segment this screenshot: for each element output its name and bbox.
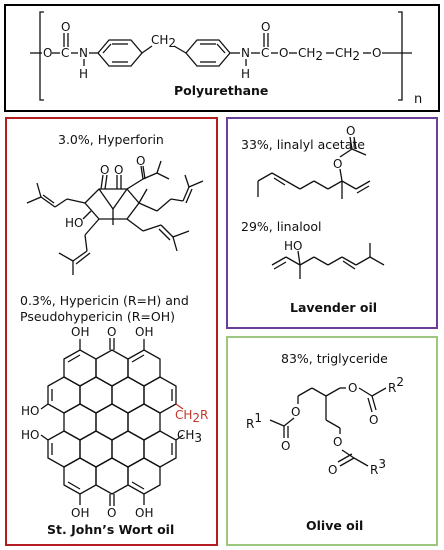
polyurethane-structure: O C O N H CH2 N H C O O CH2: [30, 11, 412, 101]
triglyceride-label: 83%, triglyceride: [281, 351, 388, 366]
pu-o5: O: [372, 46, 381, 60]
olive-title: Olive oil: [306, 518, 364, 533]
hypericin-structure: O O OH OH HO HO OH OH CH2R CH3: [21, 325, 208, 520]
lavender-oil-panel: 33%, linalyl acetate 29%, linalool O O: [226, 117, 438, 329]
hy-oh1: OH: [71, 325, 89, 339]
st-johns-wort-panel: 3.0%, Hyperforin O O O HO: [5, 117, 218, 546]
lavender-title: Lavender oil: [290, 300, 378, 315]
ol-r2: R2: [388, 375, 404, 395]
pu-ch2: CH2: [151, 33, 176, 50]
hy-ho1: HO: [21, 404, 39, 418]
pu-n2: N: [241, 46, 250, 60]
ol-r1: R1: [246, 411, 262, 431]
hy-oh3: OH: [71, 506, 89, 520]
hf-ho: HO: [65, 216, 83, 230]
pu-o4: O: [279, 46, 288, 60]
hf-o3: O: [136, 154, 145, 168]
ol-o4: O: [369, 413, 378, 427]
ol-o2: O: [281, 439, 290, 453]
ol-o6: O: [328, 463, 337, 477]
hy-ch3: CH3: [177, 428, 202, 445]
pu-n1: N: [79, 46, 88, 60]
hypericin-label-line1: 0.3%, Hypericin (R=H) and: [20, 293, 189, 308]
linalyl-acetate-label: 33%, linalyl acetate: [241, 137, 365, 152]
linalool-label: 29%, linalool: [241, 219, 322, 234]
lo-ho: HO: [284, 239, 302, 253]
pu-c1: C: [61, 46, 69, 60]
pu-ch2b: CH2: [298, 46, 323, 63]
ol-r3: R3: [370, 457, 386, 477]
pu-h1: H: [79, 67, 88, 81]
hyperforin-structure: O O O HO: [26, 154, 204, 275]
pu-o1: O: [43, 46, 52, 60]
hy-oh4: OH: [135, 506, 153, 520]
ol-o1: O: [291, 405, 300, 419]
polyurethane-title: Polyurethane: [174, 83, 269, 98]
hf-o1: O: [100, 163, 109, 177]
pu-o2: O: [61, 20, 70, 34]
st-johns-title: St. John’s Wort oil: [47, 522, 175, 537]
lavender-structures: O O HO: [257, 124, 385, 279]
ol-o5: O: [333, 435, 342, 449]
la-o2: O: [346, 124, 355, 138]
pu-o3: O: [261, 20, 270, 34]
pu-h2: H: [241, 67, 250, 81]
hypericin-label-line2: Pseudohypericin (R=OH): [20, 309, 175, 324]
polyurethane-panel: O C O N H CH2 N H C O O CH2: [4, 4, 440, 112]
la-o1: O: [333, 157, 342, 171]
olive-oil-panel: 83%, triglyceride O O R1 O O R2 O O R3: [226, 336, 438, 546]
pu-c2: C: [261, 46, 269, 60]
repeat-index-n: n: [414, 92, 423, 107]
hf-o2: O: [114, 163, 123, 177]
hyperforin-label: 3.0%, Hyperforin: [58, 132, 164, 147]
hy-oh2: OH: [135, 325, 153, 339]
pu-ch2c: CH2: [335, 46, 360, 63]
hy-ch2r: CH2R: [175, 408, 208, 425]
triglyceride-structure: O O R1 O O R2 O O R3: [246, 375, 404, 477]
hy-o-bot: O: [107, 506, 116, 520]
hy-ho2: HO: [21, 428, 39, 442]
hy-o-top: O: [107, 325, 116, 339]
ol-o3: O: [348, 381, 357, 395]
